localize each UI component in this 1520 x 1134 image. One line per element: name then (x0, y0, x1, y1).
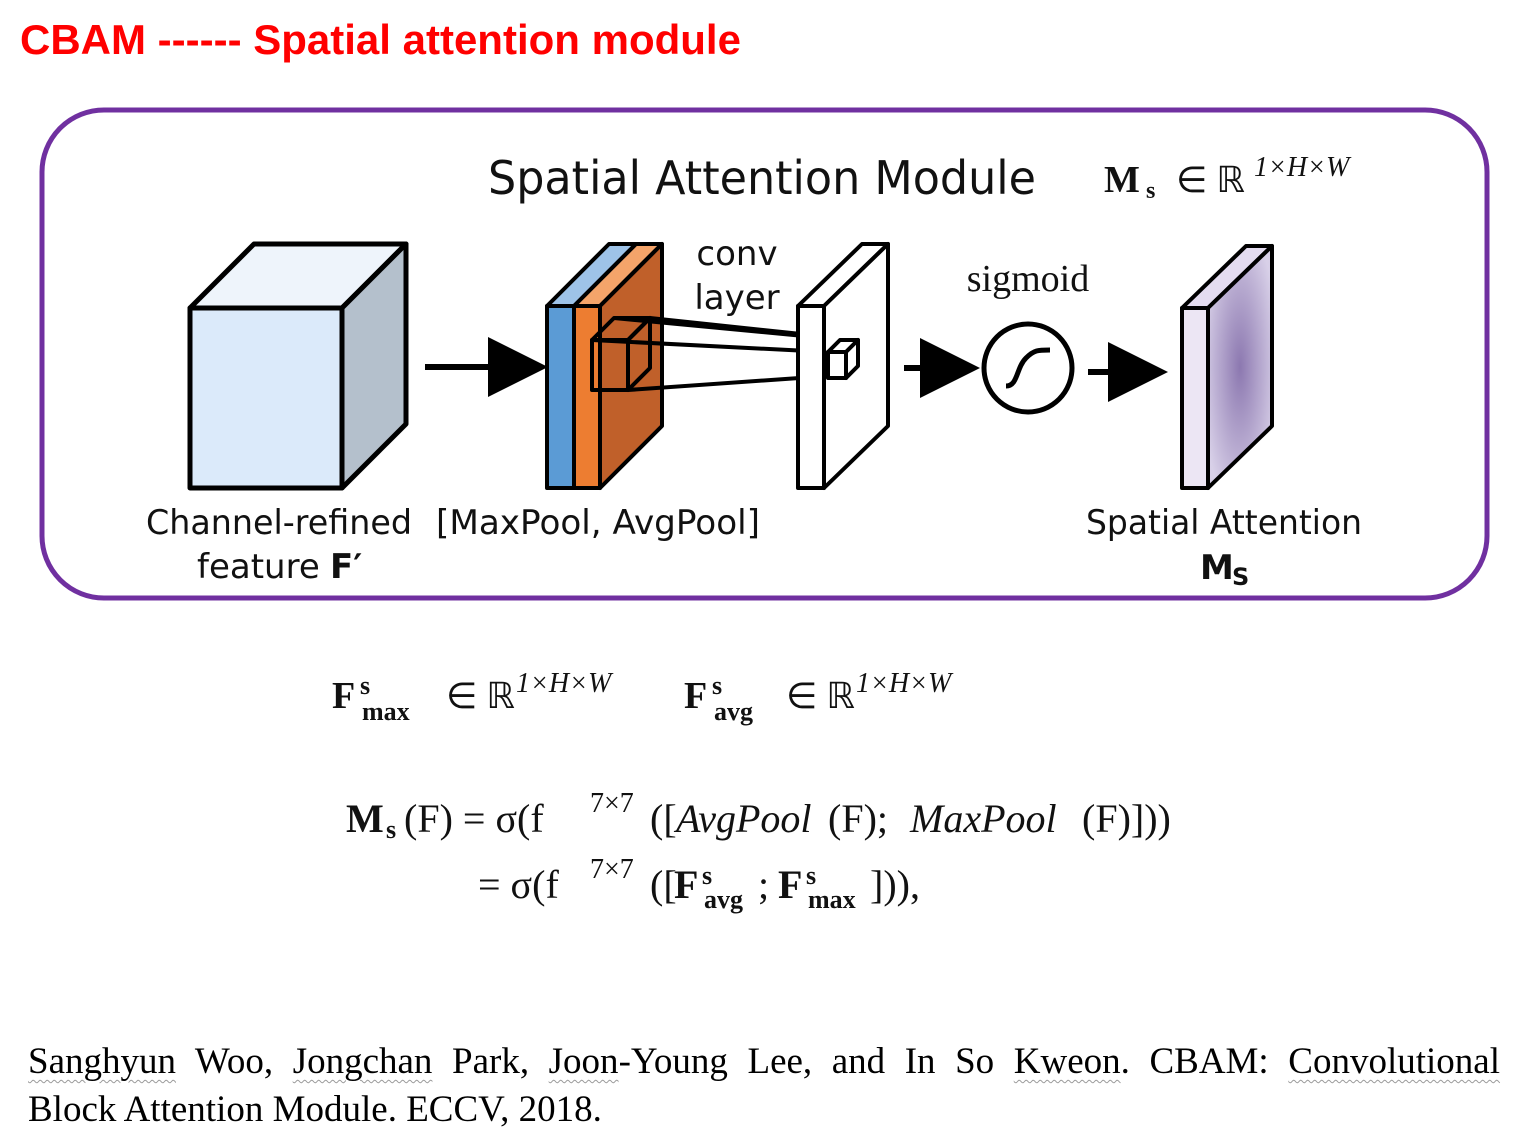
fmax-superscript: s (360, 671, 370, 700)
eq2-open: ([ (650, 862, 677, 907)
ms-superscript: 1×H×W (1254, 152, 1352, 183)
eq2-fmax-sup: s (806, 861, 816, 890)
citation: Sanghyun Woo, Jongchan Park, Joon-Young … (28, 1038, 1500, 1134)
ms-symbol: M (1104, 159, 1140, 201)
input-symbol: F′ (330, 547, 362, 587)
input-label-line2: feature (197, 547, 320, 587)
eq-ms-subscript: s (386, 815, 396, 844)
conv-label-line2: layer (694, 278, 779, 318)
citation-name: Kweon (1013, 1041, 1121, 1082)
citation-text: Park, (432, 1041, 549, 1082)
fmax-subscript: max (362, 697, 410, 726)
eq2-start: = σ(f (478, 862, 559, 907)
favg-superscript: s (712, 671, 722, 700)
module-header: Spatial Attention Module (488, 151, 1036, 205)
citation-line2: Block Attention Module. ECCV, 2018. (28, 1089, 602, 1130)
citation-name: Sanghyun (28, 1041, 176, 1082)
diagram-frame (39, 107, 1490, 601)
favg-dims: 1×H×W (856, 668, 954, 699)
maxpool-slab (545, 304, 576, 490)
conv-output-slab (796, 242, 890, 490)
eq-ms-arg: (F) = σ(f (404, 796, 544, 841)
citation-text: -Young Lee, and In So (618, 1041, 1014, 1082)
citation-name: Joon (548, 1041, 619, 1082)
citation-name: Jongchan (292, 1041, 433, 1082)
eq-open-bracket: ([ (650, 796, 677, 841)
ms-equation-line1: M s (F) = σ(f 7×7 ([ AvgPool (F); MaxPoo… (346, 788, 1171, 844)
output-symbol-subscript: S (1232, 563, 1249, 591)
favg-element-of: ∈ ℝ (786, 676, 855, 716)
eq2-kernel-size: 7×7 (590, 854, 634, 885)
eq2-favg-sub: avg (704, 885, 743, 914)
input-feature-cube (187, 241, 409, 491)
output-symbol: M (1200, 548, 1234, 588)
eq-avgpool: AvgPool (673, 796, 812, 841)
citation-text: . CBAM: (1120, 1041, 1289, 1082)
slide-title: CBAM ------ Spatial attention module (20, 16, 741, 63)
favg-symbol: F (684, 675, 707, 717)
eq-kernel-size: 7×7 (590, 788, 634, 819)
favg-subscript: avg (714, 697, 753, 726)
pooled-feature-slabs (545, 242, 664, 490)
fmax-symbol: F (332, 675, 355, 717)
ms-element-of: ∈ ℝ (1176, 160, 1245, 200)
fmax-dims: 1×H×W (516, 668, 614, 699)
eq-ms-symbol: M (346, 796, 384, 841)
pool-label: [MaxPool, AvgPool] (436, 503, 760, 543)
eq2-fmax-sub: max (808, 885, 856, 914)
ms-subscript: s (1146, 178, 1155, 204)
output-label: Spatial Attention (1086, 503, 1362, 543)
conv-label-line1: conv (696, 234, 777, 274)
citation-name: Convolutional (1288, 1041, 1501, 1082)
eq-f2: (F)])) (1082, 796, 1171, 841)
eq-f1: (F); (828, 796, 888, 841)
fmax-element-of: ∈ ℝ (446, 676, 515, 716)
citation-line1: Sanghyun Woo, Jongchan Park, Joon-Young … (28, 1041, 1500, 1082)
input-label-line1: Channel-refined (146, 503, 412, 543)
ms-dimension-formula: M s ∈ ℝ 1×H×W (1104, 152, 1352, 204)
eq-maxpool: MaxPool (909, 796, 1057, 841)
ms-equation-line2: = σ(f 7×7 ([ F s avg ; F s max ])), (478, 854, 920, 914)
pooled-dimension-formula: F s max ∈ ℝ 1×H×W F s avg ∈ ℝ 1×H×W (332, 668, 954, 726)
spatial-attention-slab (1180, 244, 1274, 490)
eq2-favg-symbol: F (674, 862, 698, 907)
eq2-fmax-symbol: F (778, 862, 802, 907)
sigmoid-icon (981, 321, 1075, 415)
eq2-close: ])), (870, 862, 920, 907)
citation-text: Woo, (176, 1041, 293, 1082)
eq2-favg-sup: s (702, 861, 712, 890)
eq2-sep: ; (758, 862, 769, 907)
sigmoid-label: sigmoid (967, 258, 1089, 300)
